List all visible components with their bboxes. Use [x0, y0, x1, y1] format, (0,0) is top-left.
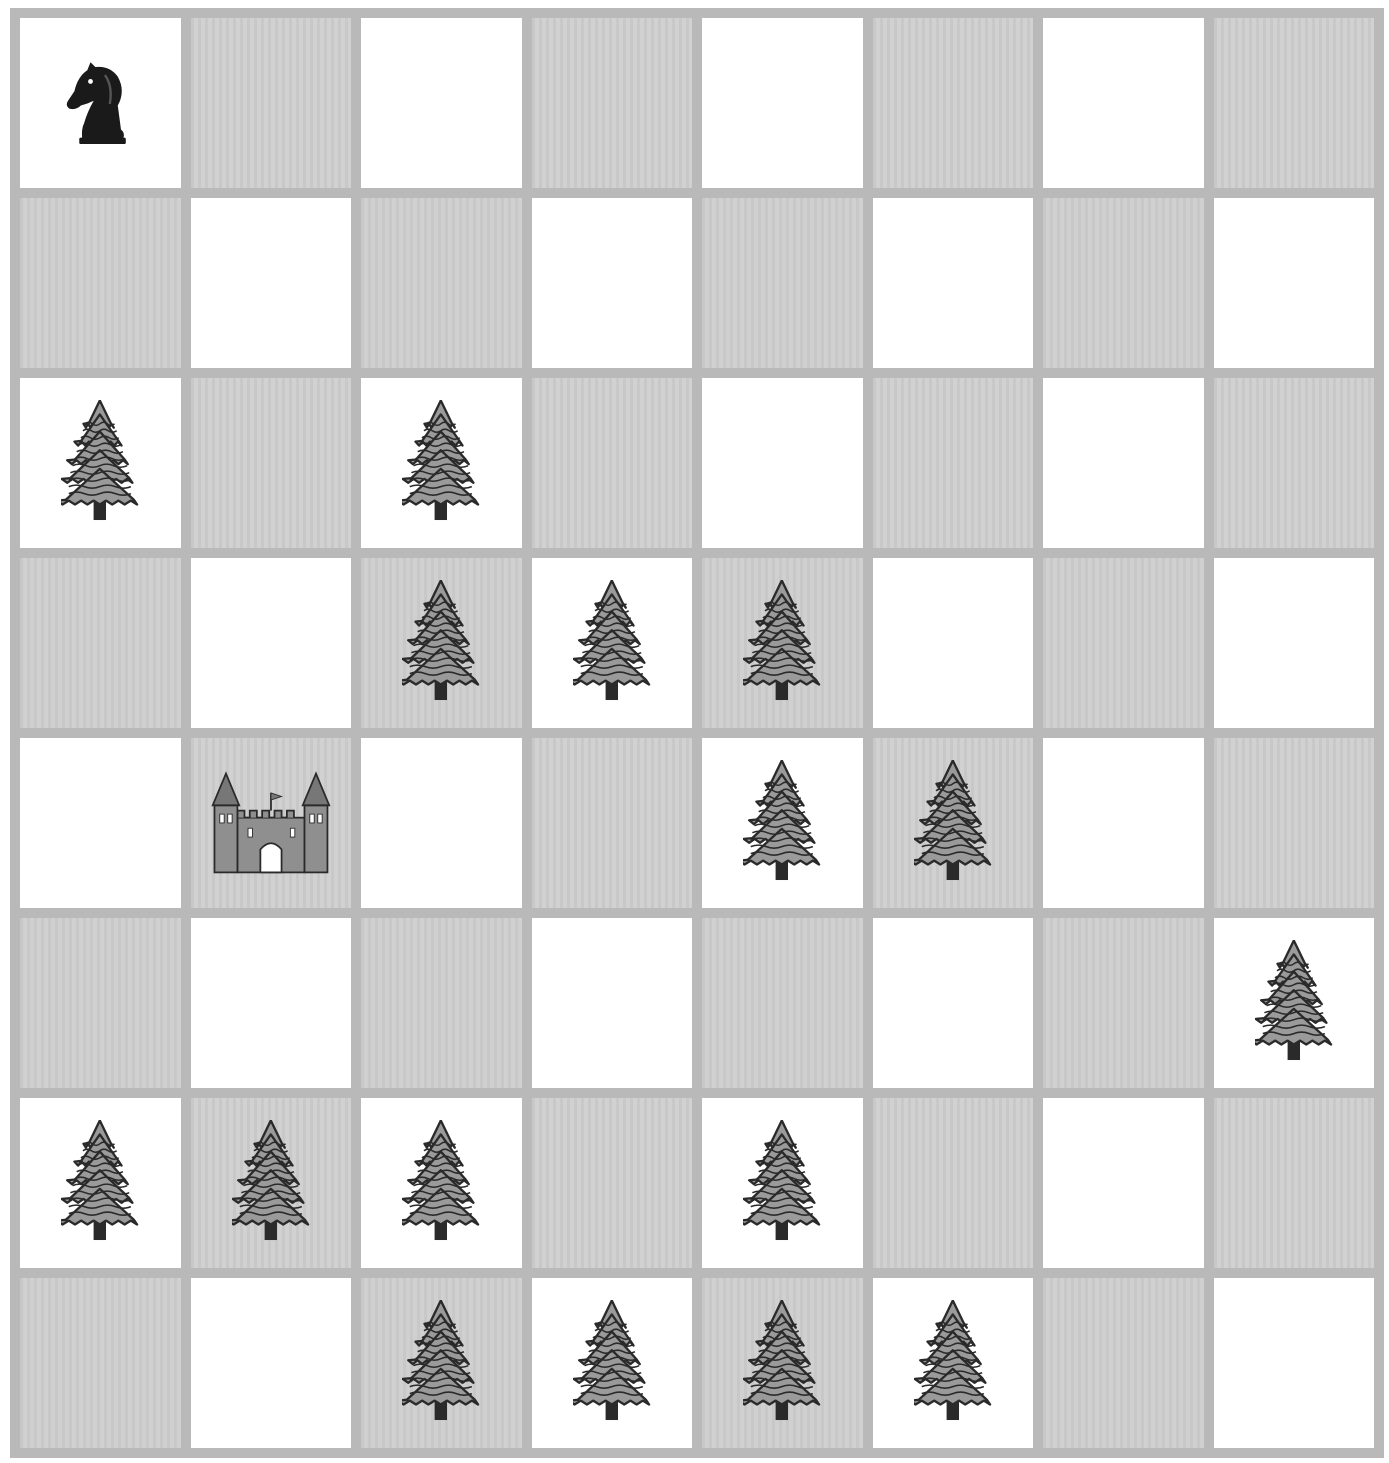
- board-square-r8-c8[interactable]: [1214, 1278, 1375, 1448]
- board-square-r3-c4[interactable]: [532, 378, 693, 548]
- board-square-r7-c4[interactable]: [532, 1098, 693, 1268]
- board-square-r6-c6[interactable]: [873, 918, 1034, 1088]
- board-square-r5-c2[interactable]: [191, 738, 352, 908]
- board-square-r4-c2[interactable]: [191, 558, 352, 728]
- tree-icon: [573, 1300, 651, 1425]
- board-square-r1-c2[interactable]: [191, 18, 352, 188]
- board-square-r2-c7[interactable]: [1043, 198, 1204, 368]
- board-square-r1-c8[interactable]: [1214, 18, 1375, 188]
- castle-icon: [209, 770, 333, 876]
- board-square-r7-c8[interactable]: [1214, 1098, 1375, 1268]
- board-square-r5-c8[interactable]: [1214, 738, 1375, 908]
- board-square-r1-c6[interactable]: [873, 18, 1034, 188]
- board-square-r4-c8[interactable]: [1214, 558, 1375, 728]
- board-square-r5-c3[interactable]: [361, 738, 522, 908]
- board-square-r4-c4[interactable]: [532, 558, 693, 728]
- board-square-r8-c3[interactable]: [361, 1278, 522, 1448]
- board-square-r3-c7[interactable]: [1043, 378, 1204, 548]
- tree-icon: [61, 1120, 139, 1245]
- board-square-r1-c3[interactable]: [361, 18, 522, 188]
- board-square-r4-c7[interactable]: [1043, 558, 1204, 728]
- board-square-r3-c5[interactable]: [702, 378, 863, 548]
- board-square-r7-c2[interactable]: [191, 1098, 352, 1268]
- tree-icon: [743, 760, 821, 885]
- board-square-r6-c7[interactable]: [1043, 918, 1204, 1088]
- board-square-r5-c7[interactable]: [1043, 738, 1204, 908]
- board-square-r2-c8[interactable]: [1214, 198, 1375, 368]
- tree-icon: [402, 580, 480, 705]
- board-square-r4-c1[interactable]: [20, 558, 181, 728]
- board-square-r8-c6[interactable]: [873, 1278, 1034, 1448]
- board-square-r6-c4[interactable]: [532, 918, 693, 1088]
- board-square-r3-c6[interactable]: [873, 378, 1034, 548]
- board-square-r2-c2[interactable]: [191, 198, 352, 368]
- board-square-r2-c6[interactable]: [873, 198, 1034, 368]
- chess-board: [10, 8, 1384, 1458]
- board-square-r3-c2[interactable]: [191, 378, 352, 548]
- board-square-r8-c4[interactable]: [532, 1278, 693, 1448]
- board-square-r5-c4[interactable]: [532, 738, 693, 908]
- board-square-r3-c8[interactable]: [1214, 378, 1375, 548]
- board-square-r1-c5[interactable]: [702, 18, 863, 188]
- tree-icon: [914, 1300, 992, 1425]
- board-square-r8-c2[interactable]: [191, 1278, 352, 1448]
- board-square-r1-c7[interactable]: [1043, 18, 1204, 188]
- board-square-r6-c2[interactable]: [191, 918, 352, 1088]
- tree-icon: [743, 580, 821, 705]
- board-square-r8-c1[interactable]: [20, 1278, 181, 1448]
- board-square-r2-c5[interactable]: [702, 198, 863, 368]
- board-square-r4-c5[interactable]: [702, 558, 863, 728]
- board-square-r8-c7[interactable]: [1043, 1278, 1204, 1448]
- tree-icon: [1255, 940, 1333, 1065]
- tree-icon: [914, 760, 992, 885]
- board-square-r6-c1[interactable]: [20, 918, 181, 1088]
- knight-icon[interactable]: [60, 59, 140, 147]
- board-square-r7-c5[interactable]: [702, 1098, 863, 1268]
- tree-icon: [573, 580, 651, 705]
- board-square-r5-c1[interactable]: [20, 738, 181, 908]
- board-square-r3-c3[interactable]: [361, 378, 522, 548]
- board-square-r7-c7[interactable]: [1043, 1098, 1204, 1268]
- board-square-r4-c3[interactable]: [361, 558, 522, 728]
- board-square-r1-c4[interactable]: [532, 18, 693, 188]
- tree-icon: [743, 1120, 821, 1245]
- board-square-r3-c1[interactable]: [20, 378, 181, 548]
- board-square-r6-c5[interactable]: [702, 918, 863, 1088]
- tree-icon: [61, 400, 139, 525]
- tree-icon: [402, 1120, 480, 1245]
- board-square-r6-c8[interactable]: [1214, 918, 1375, 1088]
- board-square-r2-c1[interactable]: [20, 198, 181, 368]
- board-square-r2-c4[interactable]: [532, 198, 693, 368]
- board-square-r8-c5[interactable]: [702, 1278, 863, 1448]
- tree-icon: [743, 1300, 821, 1425]
- tree-icon: [402, 400, 480, 525]
- board-square-r7-c1[interactable]: [20, 1098, 181, 1268]
- board-square-r5-c5[interactable]: [702, 738, 863, 908]
- board-square-r6-c3[interactable]: [361, 918, 522, 1088]
- tree-icon: [402, 1300, 480, 1425]
- board-square-r7-c6[interactable]: [873, 1098, 1034, 1268]
- board-square-r7-c3[interactable]: [361, 1098, 522, 1268]
- board-square-r2-c3[interactable]: [361, 198, 522, 368]
- board-square-r1-c1[interactable]: [20, 18, 181, 188]
- board-square-r5-c6[interactable]: [873, 738, 1034, 908]
- board-square-r4-c6[interactable]: [873, 558, 1034, 728]
- tree-icon: [232, 1120, 310, 1245]
